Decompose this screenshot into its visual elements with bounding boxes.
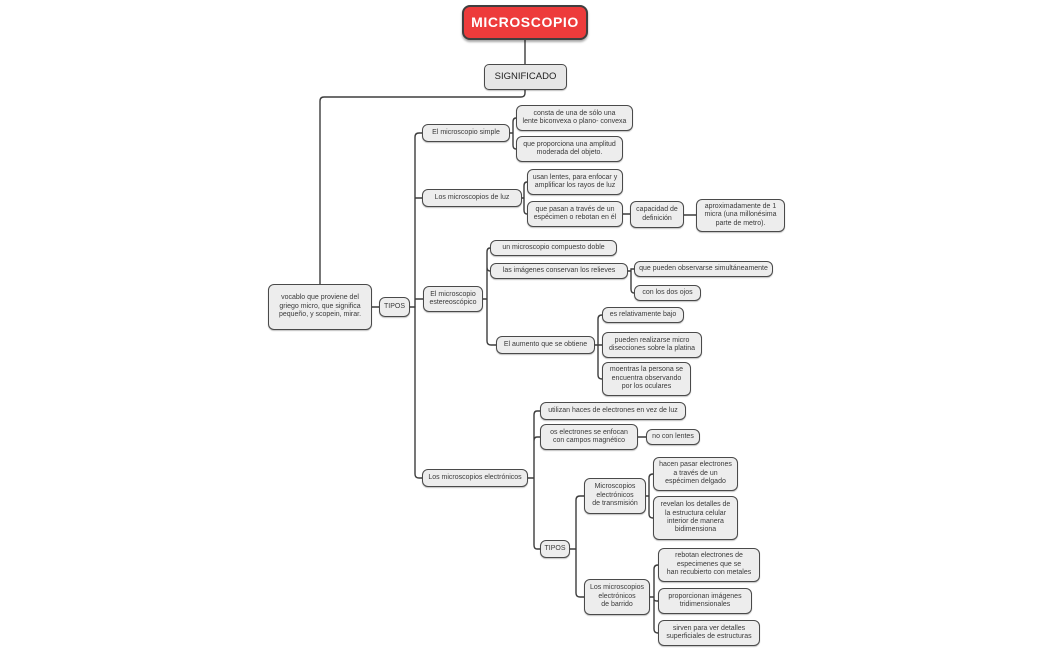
node-campos-magnetico[interactable]: os electrones se enfocan con campos magn… <box>540 424 638 450</box>
node-tipos-electronicos[interactable]: TIPOS <box>540 540 570 558</box>
node-imagenes-tridimensionales[interactable]: proporcionan imágenes tridimensionales <box>658 588 752 614</box>
node-electronicos-barrido[interactable]: Los microscopios electrónicos de barrido <box>584 579 650 615</box>
edge-transmision-children <box>645 473 654 519</box>
edge-relieves-children <box>627 268 635 294</box>
node-haces-electrones[interactable]: utilizan haces de electrones en vez de l… <box>540 402 686 420</box>
node-micra[interactable]: aproximadamente de 1 micra (una millonés… <box>696 199 785 232</box>
node-microscopios-electronicos[interactable]: Los microscopios electrónicos <box>422 469 528 487</box>
node-dos-ojos[interactable]: con los dos ojos <box>634 285 701 301</box>
node-microscopio-simple[interactable]: El microscopio simple <box>422 124 510 142</box>
node-tipos[interactable]: TIPOS <box>379 297 410 317</box>
node-simple-lente[interactable]: consta de una de sólo una lente biconvex… <box>516 105 633 131</box>
edge-significado-vocablo <box>319 89 526 285</box>
edge-aumento-children <box>594 314 603 380</box>
edge-spine <box>414 132 424 479</box>
node-simple-amplitud[interactable]: que proporciona una amplitud moderada de… <box>516 136 623 162</box>
node-observarse-simultaneamente[interactable]: que pueden observarse simultáneamente <box>634 261 773 277</box>
edge-tipos2-children <box>569 495 585 598</box>
node-microscopios-luz[interactable]: Los microscopios de luz <box>422 189 522 207</box>
node-estructura-bidimensional[interactable]: revelan los detalles de la estructura ce… <box>653 496 738 540</box>
node-micro-disecciones[interactable]: pueden realizarse micro disecciones sobr… <box>602 332 702 358</box>
node-significado[interactable]: SIGNIFICADO <box>484 64 567 90</box>
node-aumento-obtiene[interactable]: El aumento que se obtiene <box>496 336 595 354</box>
node-capacidad-definicion[interactable]: capacidad de definición <box>630 201 684 228</box>
node-microscopio-root[interactable]: MICROSCOPIO <box>462 5 588 40</box>
node-relativamente-bajo[interactable]: es relativamente bajo <box>602 307 684 323</box>
node-especimen-delgado[interactable]: hacen pasar electrones a través de un es… <box>653 457 738 491</box>
node-electronicos-transmision[interactable]: Microscopios electrónicos de transmisión <box>584 478 646 514</box>
node-compuesto-doble[interactable]: un microscopio compuesto doble <box>490 240 617 256</box>
edge-estereo-children <box>482 247 497 346</box>
node-luz-lentes[interactable]: usan lentes, para enfocar y amplificar l… <box>527 169 623 195</box>
node-microscopio-estereoscopico[interactable]: El microscopio estereoscópico <box>423 286 483 312</box>
edge-luz-children <box>521 181 528 215</box>
edge-simple-children <box>509 117 517 150</box>
node-vocablo-definition[interactable]: vocablo que proviene del griego micro, q… <box>268 284 372 330</box>
edge-barrido-children <box>649 564 659 634</box>
node-imagenes-relieves[interactable]: las imágenes conservan los relieves <box>490 263 628 279</box>
node-observando-oculares[interactable]: moentras la persona se encuentra observa… <box>602 362 691 396</box>
node-luz-especimen[interactable]: que pasan a través de un espécimen o reb… <box>527 201 623 227</box>
node-no-con-lentes[interactable]: no con lentes <box>646 429 700 445</box>
edge-electronicos-children <box>527 410 541 550</box>
node-recubierto-metales[interactable]: rebotan electrones de especimenes que se… <box>658 548 760 582</box>
node-detalles-superficiales[interactable]: sirven para ver detalles superficiales d… <box>658 620 760 646</box>
